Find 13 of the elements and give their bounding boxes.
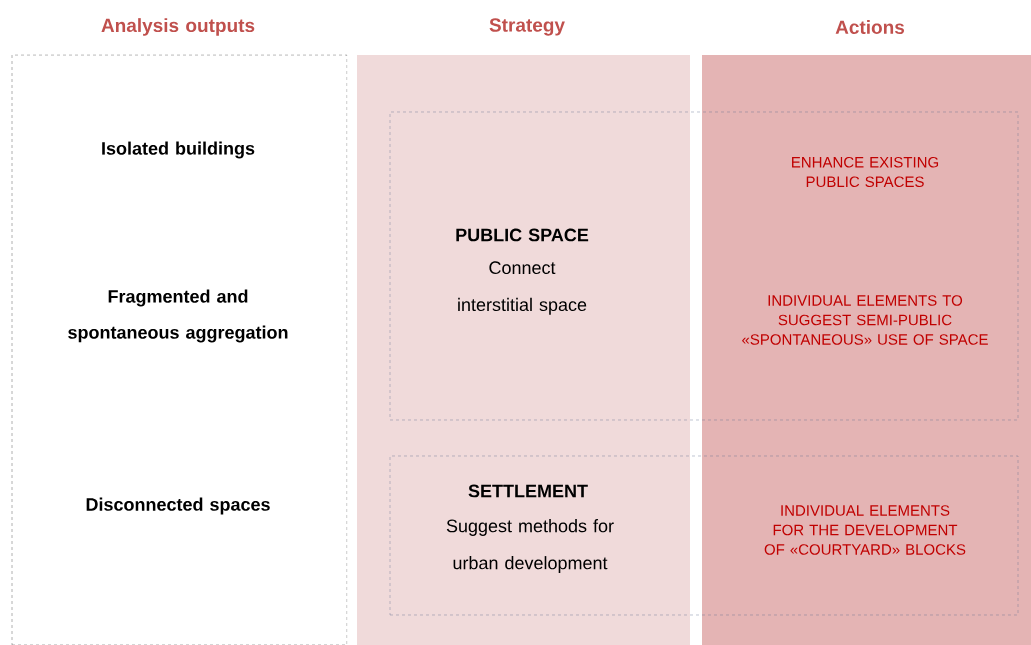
strategy-text: Suggest methods for urban development <box>446 519 614 573</box>
column-heading: Analysis outputs <box>101 18 255 36</box>
strategy-title: SETTLEMENT <box>468 484 588 498</box>
output-label: Fragmented and spontaneous aggregation <box>68 289 288 343</box>
action-text: INDIVIDUAL ELEMENTS TO SUGGEST SEMI-PUBLIC «SPONTANEOUS» USE OF SPACE <box>742 295 988 345</box>
column-heading: Actions <box>835 20 905 34</box>
output-label: Disconnected spaces <box>86 497 270 515</box>
strategy-text: Connect interstitial space <box>458 261 587 315</box>
action-text: ENHANCE EXISTING PUBLIC SPACES <box>792 156 939 188</box>
strategy-title: PUBLIC SPACE <box>456 228 589 242</box>
action-text: INDIVIDUAL ELEMENTS FOR THE DEVELOPMENT OF «COURTYARD» BLOCKS <box>764 505 966 555</box>
output-label: Isolated buildings <box>102 141 255 159</box>
column-heading: Strategy <box>489 18 565 36</box>
